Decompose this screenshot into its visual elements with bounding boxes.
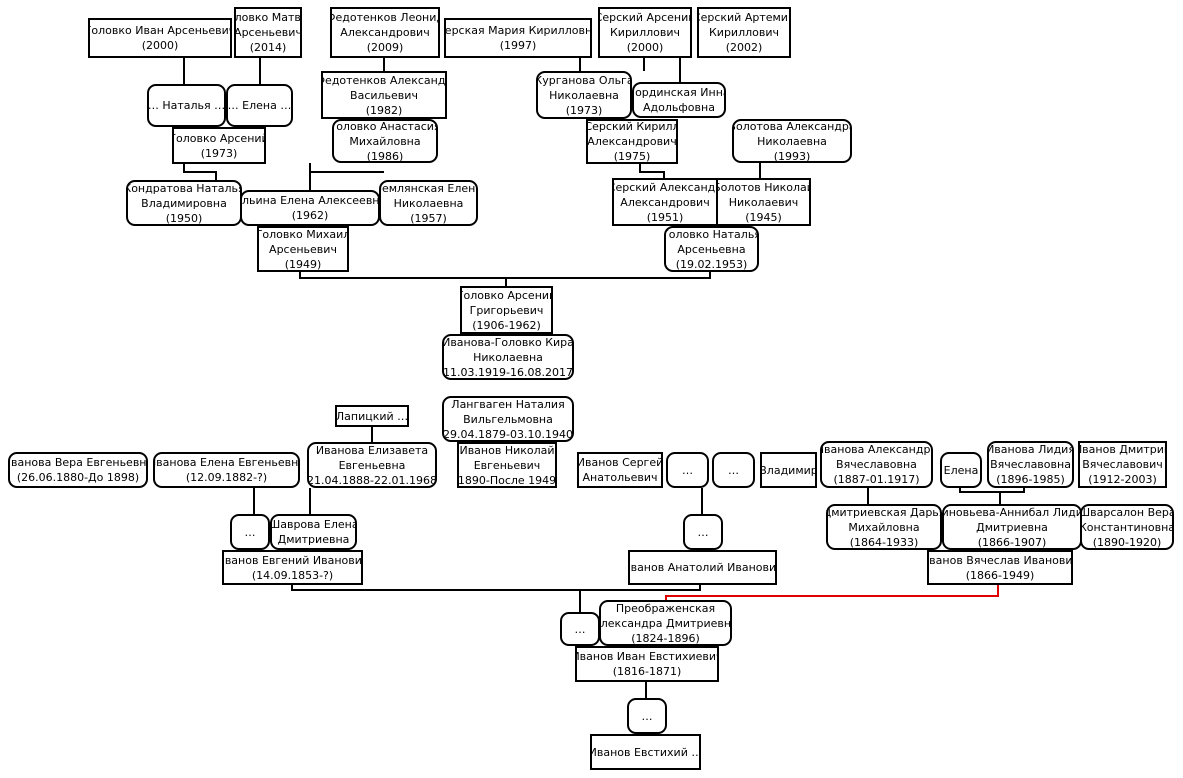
connector-line: [639, 164, 665, 178]
person-card-ivanov-vyacheslav[interactable]: Иванов Вячеслав Иванович(1866-1949): [927, 550, 1073, 585]
person-card-elena[interactable]: … Елена …: [226, 84, 293, 127]
person-card-natalya[interactable]: … Наталья …: [147, 84, 226, 127]
person-card-golovko-ivan[interactable]: Головко Иван Арсеньевич(2000): [88, 18, 232, 58]
person-card-ivanov-evgeny[interactable]: Иванов Евгений Иванович(14.09.1853-?): [222, 550, 363, 585]
connector-line: [291, 585, 581, 612]
person-card-unknown-3[interactable]: …: [230, 514, 270, 550]
person-card-lapitsky[interactable]: Лапицкий …: [335, 405, 409, 427]
person-card-unknown-4[interactable]: …: [683, 514, 723, 550]
person-card-ivanova-vera[interactable]: Иванова Вера Евгеньевна(26.06.1880-До 18…: [8, 452, 148, 488]
person-card-vladimir[interactable]: Владимир: [760, 452, 817, 488]
person-card-ivanov-anatoly[interactable]: Иванов Анатолий Иванович: [628, 550, 777, 585]
connector-line: [299, 272, 711, 279]
person-card-ivanov-ivan[interactable]: Иванов Иван Евстихиевич(1816-1871): [575, 646, 719, 682]
person-card-unknown-1[interactable]: …: [666, 452, 709, 488]
connector-line: [183, 164, 217, 180]
person-card-golovko-arseny-1973[interactable]: Головко Арсений(1973): [172, 127, 266, 164]
person-card-unknown-5[interactable]: …: [560, 612, 600, 646]
person-card-elena-2[interactable]: Елена: [940, 452, 982, 488]
person-card-ivanova-elena[interactable]: Иванова Елена Евгеньевна(12.09.1882-?): [153, 452, 300, 488]
person-card-golovko-matvey[interactable]: Головко МатвейАрсеньевич(2014): [234, 7, 302, 58]
connector-line: [959, 488, 1025, 493]
person-card-unknown-2[interactable]: …: [712, 452, 755, 488]
person-card-unknown-6[interactable]: …: [627, 698, 667, 734]
person-card-ivanov-evstikhy[interactable]: Иванов Евстихий …: [590, 734, 701, 770]
person-card-serskaya-maria[interactable]: Серская Мария Кирилловна(1997): [444, 18, 592, 58]
connector-line: [580, 585, 701, 591]
person-card-ilyina-elena[interactable]: Ильина Елена Алексеевна(1962): [240, 190, 380, 226]
